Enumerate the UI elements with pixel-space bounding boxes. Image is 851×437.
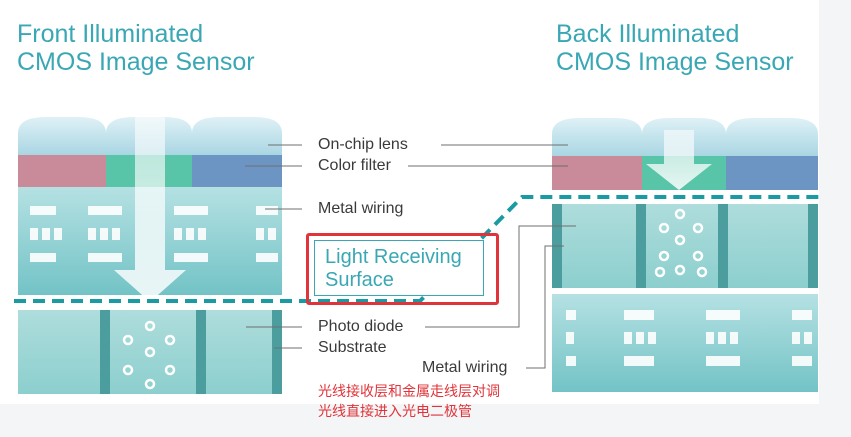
back-sensor: [552, 118, 818, 392]
annotation-note-line2: 光线直接进入光电二极管: [318, 404, 472, 420]
front-photodiode-layer: [18, 310, 282, 394]
callout-line2: Surface: [325, 269, 394, 291]
label-metal-wiring-right: Metal wiring: [422, 359, 508, 376]
light-receiving-callout-frame: [314, 240, 484, 296]
back-light-arrow: [646, 130, 712, 190]
front-light-arrow: [114, 117, 186, 302]
back-illuminated-title: Back Illuminated CMOS Image Sensor: [556, 20, 794, 76]
front-title-line2: CMOS Image Sensor: [17, 48, 255, 76]
back-title-line2: CMOS Image Sensor: [556, 48, 794, 76]
back-on-chip-lens: [552, 118, 818, 156]
back-metal-wiring-layer: [552, 294, 818, 392]
highlight-box: [306, 233, 499, 305]
front-illuminated-title: Front Illuminated CMOS Image Sensor: [17, 20, 255, 76]
back-title-line1: Back Illuminated: [556, 20, 740, 48]
leader-lines: [245, 144, 576, 369]
light-receiving-surface-label: Light Receiving Surface: [325, 246, 462, 292]
callout-line1: Light Receiving: [325, 246, 462, 268]
label-on-chip-lens: On-chip lens: [318, 136, 408, 153]
label-photo-diode: Photo diode: [318, 318, 404, 335]
label-color-filter: Color filter: [318, 157, 391, 174]
label-substrate: Substrate: [318, 339, 387, 356]
front-title-line1: Front Illuminated: [17, 20, 204, 48]
front-on-chip-lens: [18, 117, 282, 155]
back-photodiode-layer: [552, 204, 818, 288]
label-metal-wiring-left: Metal wiring: [318, 200, 404, 217]
annotation-note-line1: 光线接收层和金属走线层对调: [318, 384, 500, 400]
front-sensor: [18, 117, 282, 394]
